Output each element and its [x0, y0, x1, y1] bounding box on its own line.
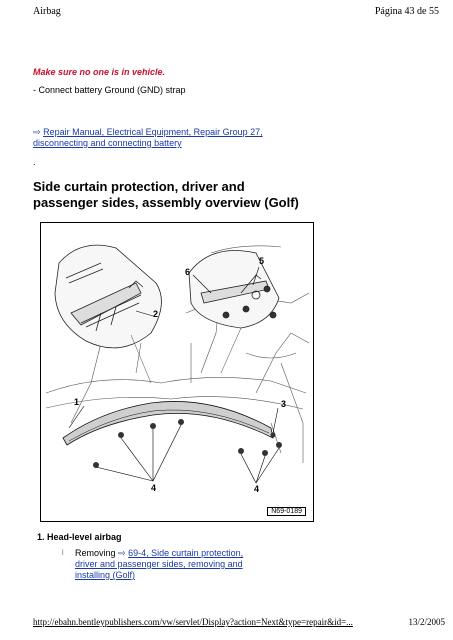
- removing-installing-link[interactable]: 69-4, Side curtain protection, driver an…: [75, 548, 244, 580]
- callout-label-1: 1: [74, 397, 80, 407]
- procedure-step: - Connect battery Ground (GND) strap: [33, 85, 186, 95]
- assembly-diagram: 1 2 3 4 4 5 6 N69-0189: [40, 222, 314, 522]
- sub-item-removing: l Removing ⇨ 69-4, Side curtain protecti…: [62, 548, 245, 581]
- section-title: Side curtain protection, driver and pass…: [33, 179, 299, 210]
- footer-date: 13/2/2005: [408, 617, 445, 627]
- sub-item-prefix: Removing: [75, 548, 116, 558]
- header-document-title: Airbag: [33, 6, 61, 17]
- bullet-icon: l: [62, 550, 64, 557]
- footer-url: http://ebahn.bentleypublishers.com/vw/se…: [33, 617, 353, 627]
- footer-url-link[interactable]: http://ebahn.bentleypublishers.com/vw/se…: [33, 617, 353, 627]
- separator-dot: .: [33, 157, 36, 167]
- callout-label-3: 3: [281, 399, 287, 409]
- callout-label-2: 2: [153, 309, 159, 319]
- arrow-right-icon: ⇨: [118, 548, 126, 558]
- callout-label-4a: 4: [151, 483, 157, 493]
- safety-warning: Make sure no one is in vehicle.: [33, 67, 166, 77]
- assembly-illustration: [45, 244, 310, 484]
- callout-label-6: 6: [185, 267, 191, 277]
- item-head-level-airbag: 1. Head-level airbag: [37, 532, 122, 542]
- header-page-info: Página 43 de 55: [374, 6, 439, 17]
- reference-link-block: ⇨ Repair Manual, Electrical Equipment, R…: [33, 127, 283, 149]
- callout-label-5: 5: [259, 256, 265, 266]
- battery-reference-link[interactable]: Repair Manual, Electrical Equipment, Rep…: [33, 127, 263, 148]
- figure-code: N69-0189: [267, 507, 306, 516]
- callout-label-4b: 4: [254, 484, 260, 494]
- arrow-right-icon: ⇨: [33, 127, 41, 137]
